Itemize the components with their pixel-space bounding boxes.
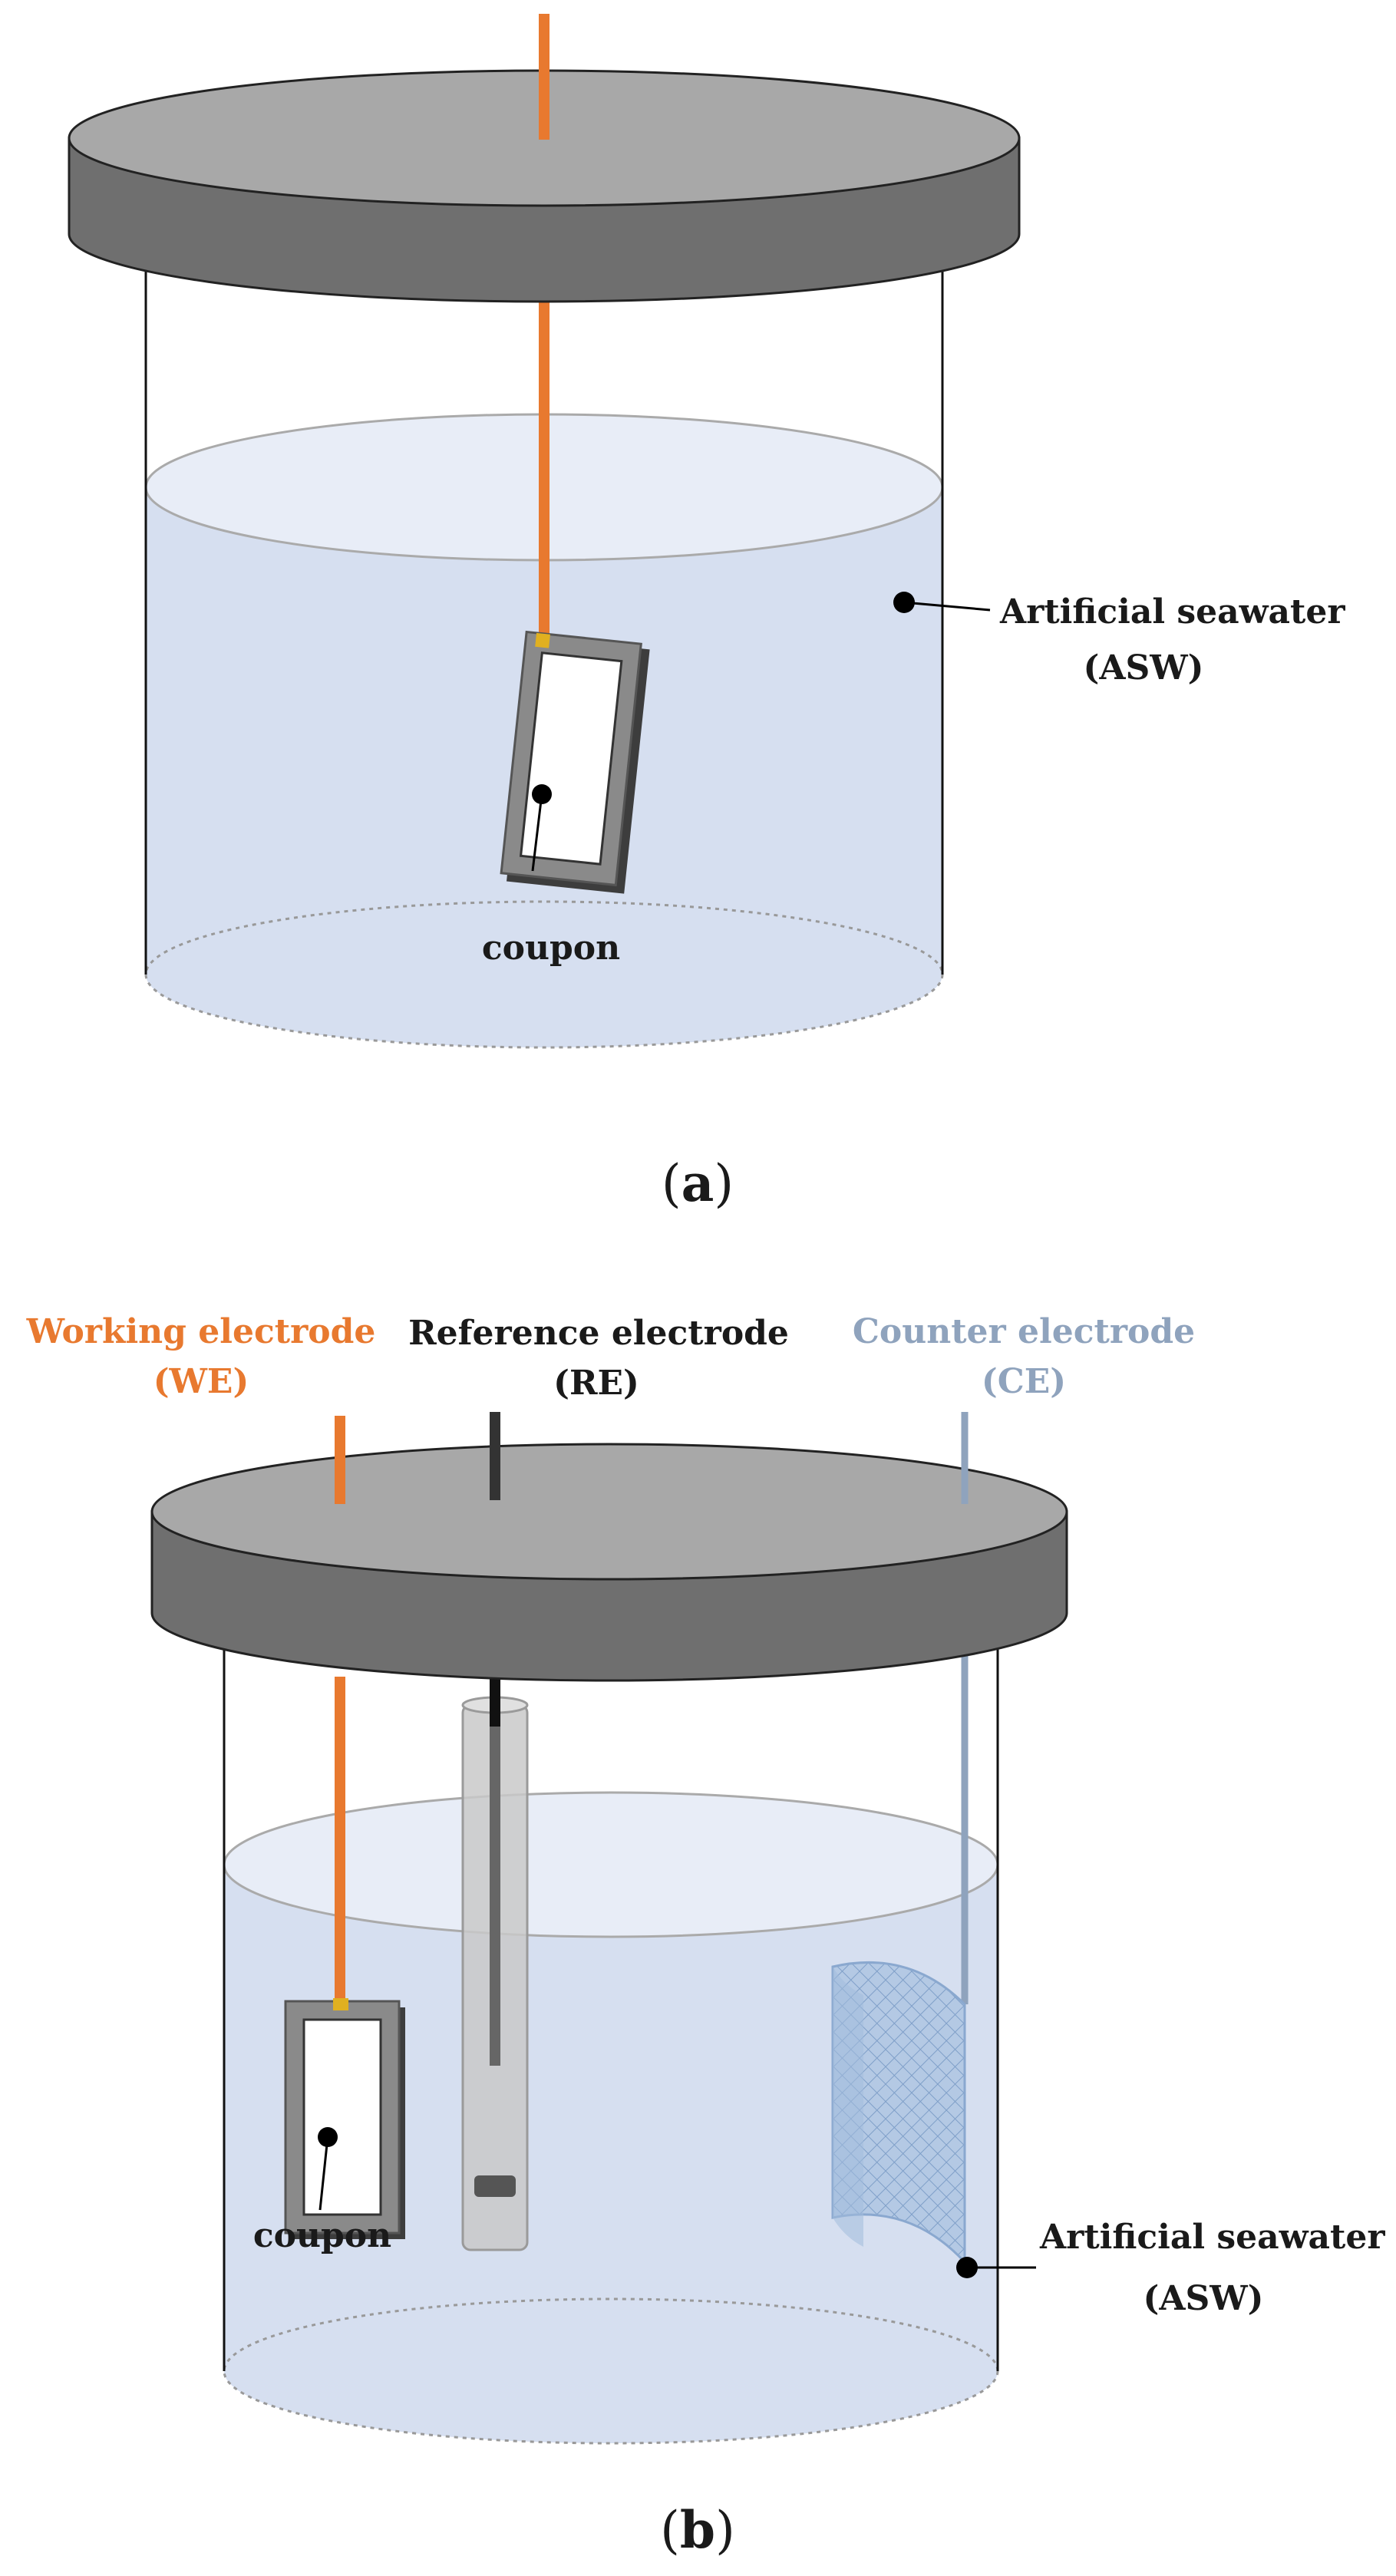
mesh-counter-electrode-icon: [831, 1961, 966, 2265]
re-label-line2: (RE): [553, 1364, 639, 1403]
asw-water-body-b: [224, 1865, 998, 2443]
coupon-icon: [500, 630, 650, 894]
asw-label-b-line2: (ASW): [1144, 2279, 1264, 2318]
we-label-line2: (WE): [153, 1362, 249, 1401]
coupon-icon-b: [284, 1998, 405, 2239]
ce-label-line2: (CE): [982, 1362, 1066, 1401]
asw-pointer-line: [903, 601, 991, 612]
we-label-line1: Working electrode: [26, 1312, 376, 1351]
lid-top-b: [150, 1443, 1068, 1581]
re-label-line1: Reference electrode: [408, 1314, 789, 1353]
asw-label-line1: Artificial seawater: [999, 592, 1345, 632]
asw-label-line2: (ASW): [1084, 648, 1204, 688]
caption-a: (a): [662, 1153, 734, 1213]
reference-electrode-icon: [461, 1669, 529, 2251]
coupon-label: coupon: [482, 928, 620, 968]
coupon-pointer-line: [531, 793, 543, 872]
caption-a-letter: a: [681, 1153, 715, 1213]
asw-label-b-line1: Artificial seawater: [1039, 2218, 1385, 2257]
ce-label-line1: Counter electrode: [853, 1312, 1195, 1351]
panel-a: coupon Artificial seawater (ASW) (a): [68, 14, 1345, 1213]
caption-b-letter: b: [680, 2500, 715, 2560]
coupon-pointer-line-b: [318, 2136, 329, 2211]
panel-b: Working electrode (WE) Reference electro…: [26, 1312, 1386, 2560]
coupon-label-b: coupon: [253, 2216, 391, 2255]
caption-b: (b): [660, 2500, 735, 2560]
